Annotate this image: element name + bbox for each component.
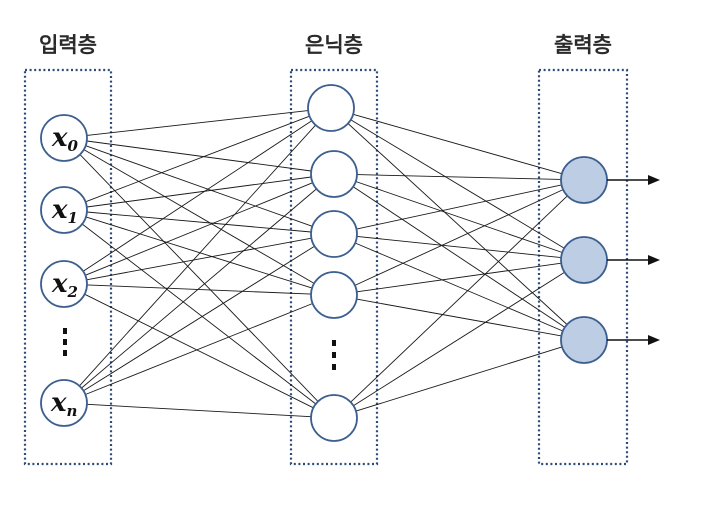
connection-in3-h1 bbox=[81, 188, 317, 389]
connection-in2-h3 bbox=[86, 284, 312, 295]
hidden-node-2 bbox=[310, 150, 358, 198]
input-node-2-sub: 2 bbox=[67, 283, 78, 301]
output-arrow-2 bbox=[607, 255, 660, 265]
connection-h1-o1 bbox=[355, 181, 563, 253]
output-arrows bbox=[607, 175, 660, 345]
connection-in2-h0 bbox=[82, 120, 313, 272]
connection-in1-h2 bbox=[86, 211, 312, 233]
connection-h1-o0 bbox=[356, 174, 562, 180]
connection-in1-h4 bbox=[81, 223, 317, 405]
connection-in0-h2 bbox=[85, 145, 313, 227]
connection-in2-h4 bbox=[84, 293, 314, 409]
hidden-node-3 bbox=[310, 210, 358, 258]
connection-h2-o2 bbox=[355, 242, 563, 332]
connection-h2-o0 bbox=[356, 184, 562, 230]
hidden-node-1 bbox=[307, 84, 355, 132]
input-node-1-sub: 1 bbox=[68, 209, 78, 227]
connection-in2-h2 bbox=[86, 237, 312, 281]
input-layer-box bbox=[23, 68, 113, 466]
connection-h3-o2 bbox=[356, 298, 562, 337]
hidden-layer-box bbox=[289, 68, 379, 466]
connection-in1-h0 bbox=[85, 115, 310, 203]
hidden-nodes bbox=[307, 84, 358, 442]
input-node-0-var: x bbox=[51, 123, 68, 153]
input-layer-title: 입력층 bbox=[39, 33, 97, 57]
input-node-n: xn bbox=[40, 379, 88, 427]
hidden-layer-title: 은닉층 bbox=[305, 33, 363, 57]
connection-h0-o2 bbox=[347, 123, 568, 325]
connection-h3-o1 bbox=[356, 262, 562, 293]
connection-in0-h4 bbox=[79, 154, 319, 402]
connection-h4-o1 bbox=[353, 271, 565, 407]
input-node-0: x0 bbox=[40, 114, 88, 162]
input-node-n-var: x bbox=[50, 388, 67, 418]
svg-text:x1: x1 bbox=[51, 195, 78, 227]
output-layer-title: 출력층 bbox=[554, 33, 612, 57]
svg-text:x2: x2 bbox=[51, 269, 78, 301]
connection-h4-o0 bbox=[350, 195, 568, 403]
input-nodes: x0 x1 x2 xn bbox=[40, 114, 88, 427]
connection-h4-o2 bbox=[355, 346, 563, 412]
connections bbox=[79, 110, 568, 418]
connection-h0-o0 bbox=[352, 113, 563, 175]
svg-text:xn: xn bbox=[50, 388, 77, 420]
connection-in1-h3 bbox=[85, 216, 313, 289]
svg-text:x0: x0 bbox=[51, 123, 79, 155]
connection-h1-o2 bbox=[352, 186, 566, 328]
input-node-1: x1 bbox=[40, 186, 88, 234]
output-arrow-3 bbox=[607, 335, 660, 345]
input-node-0-sub: 0 bbox=[68, 137, 79, 155]
connection-in3-h2 bbox=[83, 245, 315, 392]
output-node-3 bbox=[560, 316, 608, 364]
connection-in3-h4 bbox=[86, 403, 312, 418]
connection-in1-h1 bbox=[86, 176, 312, 208]
connection-in3-h3 bbox=[85, 303, 313, 395]
connection-in0-h3 bbox=[83, 149, 315, 284]
output-node-1 bbox=[560, 156, 608, 204]
connection-in0-h1 bbox=[86, 140, 312, 172]
output-arrow-1 bbox=[607, 175, 660, 185]
input-ellipsis bbox=[63, 328, 67, 356]
connection-in0-h0 bbox=[86, 110, 309, 136]
connection-h3-o0 bbox=[354, 189, 564, 286]
hidden-node-4 bbox=[310, 271, 358, 319]
connection-in3-h0 bbox=[79, 124, 316, 387]
output-node-2 bbox=[560, 236, 608, 284]
input-node-2-var: x bbox=[51, 269, 68, 299]
hidden-ellipsis bbox=[332, 340, 336, 370]
hidden-node-5 bbox=[310, 394, 358, 442]
output-layer-box bbox=[537, 68, 629, 466]
connection-in2-h1 bbox=[85, 182, 313, 276]
connection-h0-o1 bbox=[350, 119, 565, 249]
input-node-1-var: x bbox=[51, 195, 68, 225]
input-node-2: x2 bbox=[40, 260, 88, 308]
connection-h2-o1 bbox=[356, 235, 562, 259]
output-nodes bbox=[560, 156, 608, 364]
input-node-n-sub: n bbox=[67, 402, 78, 420]
